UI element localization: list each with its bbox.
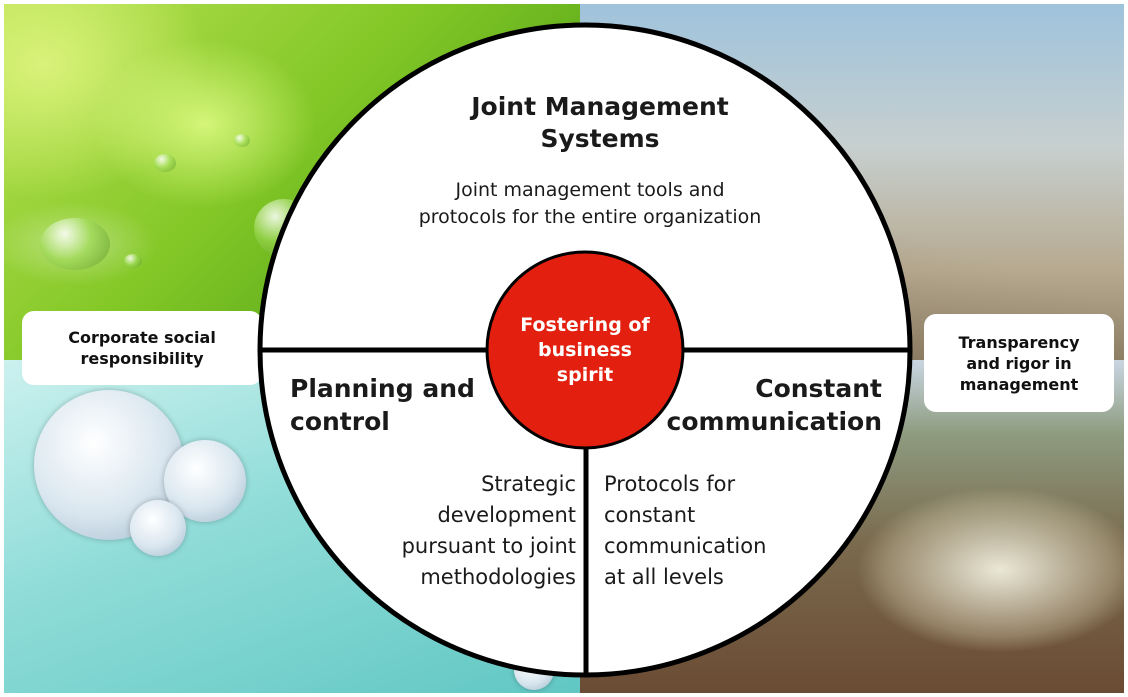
side-label-line: and rigor in <box>966 353 1072 373</box>
title-line: Systems <box>540 124 660 153</box>
water-drop <box>234 134 250 147</box>
center-label-line: business <box>538 339 632 361</box>
description-line: constant <box>604 503 696 527</box>
description-line: communication <box>604 534 767 558</box>
joint-management-description: Joint management tools and protocols for… <box>370 177 810 231</box>
center-label-line: spirit <box>556 364 614 386</box>
transparency-rigor-label: Transparency and rigor in management <box>924 314 1114 412</box>
side-label-line: responsibility <box>80 349 204 368</box>
joint-management-title: Joint Management Systems <box>400 91 800 155</box>
description-line: methodologies <box>420 565 576 589</box>
side-label-line: Transparency <box>958 332 1080 352</box>
center-label: Fostering of business spirit <box>487 313 683 388</box>
description-line: protocols for the entire organization <box>418 206 762 228</box>
description-line: pursuant to joint <box>401 534 576 558</box>
water-drop <box>40 218 110 270</box>
title-line: communication <box>666 407 882 436</box>
planning-control-title: Planning and control <box>290 372 500 438</box>
side-label-line: Corporate social <box>68 328 216 347</box>
center-label-line: Fostering of <box>520 314 650 336</box>
title-line: Planning and <box>290 374 475 403</box>
corporate-social-responsibility-label: Corporate social responsibility <box>22 311 262 385</box>
description-line: Protocols for <box>604 472 736 496</box>
planning-control-description: Strategic development pursuant to joint … <box>380 469 576 593</box>
title-line: Constant <box>755 374 882 403</box>
constant-communication-title: Constant communication <box>650 372 882 438</box>
water-drop <box>154 154 176 172</box>
description-line: at all levels <box>604 565 724 589</box>
constant-communication-description: Protocols for constant communication at … <box>604 469 804 593</box>
description-line: Strategic <box>481 472 576 496</box>
title-line: Joint Management <box>471 92 729 121</box>
center-circle <box>485 250 685 450</box>
pylon-bubble <box>130 500 186 556</box>
description-line: development <box>437 503 576 527</box>
water-drop <box>124 254 142 268</box>
title-line: control <box>290 407 390 436</box>
description-line: Joint management tools and <box>455 179 725 201</box>
side-label-line: management <box>959 374 1079 394</box>
